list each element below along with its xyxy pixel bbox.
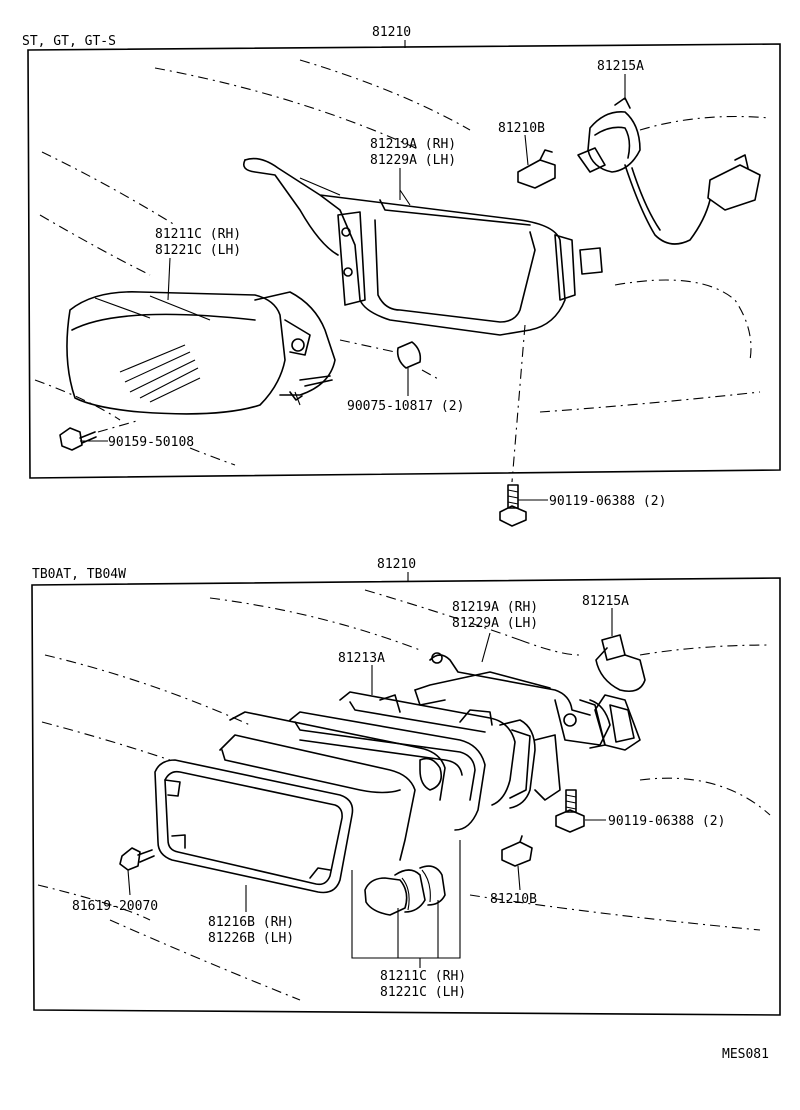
bottom-lamp-body [219,691,561,861]
bottom-lamp-rh-label: 81211C (RH) [380,969,466,984]
bottom-socket-label: 81215A [582,594,629,609]
bottom-bulb [501,835,533,891]
top-bulb-label: 81210B [498,121,545,136]
bottom-screw-label: 81619-20070 [72,899,158,914]
bottom-bolt [555,789,606,833]
top-nut [339,339,441,381]
bottom-screw [119,847,155,896]
bottom-variant-label: TB0AT, TB04W [32,567,126,582]
bottom-lamp-lh-label: 81221C (LH) [380,985,466,1000]
top-variant-label: ST, GT, GT-S [22,34,116,49]
top-bracket-lh-label: 81229A (LH) [370,153,456,168]
section-top: ST, GT, GT-S 81210 [22,25,781,479]
top-lamp-lh-label: 81221C (LH) [155,243,241,258]
top-nut-label: 90075-10817 (2) [347,399,464,414]
top-screw [59,419,141,451]
bottom-frame [31,577,781,1016]
bottom-bracket-rh-label: 81219A (RH) [452,600,538,615]
bottom-lamps [364,865,446,916]
top-assembly-label: 81210 [372,25,411,40]
top-lamp-rh-label: 81211C (RH) [155,227,241,242]
bottom-bracket [414,652,611,746]
top-bracket [242,157,603,336]
bottom-lens [154,759,354,894]
bottom-assembly-label: 81210 [377,557,416,572]
top-bolt: 90119-06388 (2) [499,324,666,527]
top-socket [577,97,761,245]
bottom-bracket-lh-label: 81229A (LH) [452,616,538,631]
diagram-code: MES081 [722,1047,769,1062]
top-bulb [517,149,556,189]
top-socket-label: 81215A [597,59,644,74]
top-screw-label: 90159-50108 [108,435,194,450]
top-bolt-label: 90119-06388 (2) [549,494,666,509]
top-fog-lamp [66,291,336,415]
top-bracket-rh-label: 81219A (RH) [370,137,456,152]
section-bottom: TB0AT, TB04W 81210 [31,557,781,1016]
bottom-lens-rh-label: 81216B (RH) [208,915,294,930]
bottom-bulb-label: 81210B [490,892,537,907]
bottom-housing-label: 81213A [338,651,385,666]
top-frame [27,43,781,479]
bottom-lens-lh-label: 81226B (LH) [208,931,294,946]
bottom-socket [579,634,646,751]
bottom-bolt-label: 90119-06388 (2) [608,814,725,829]
